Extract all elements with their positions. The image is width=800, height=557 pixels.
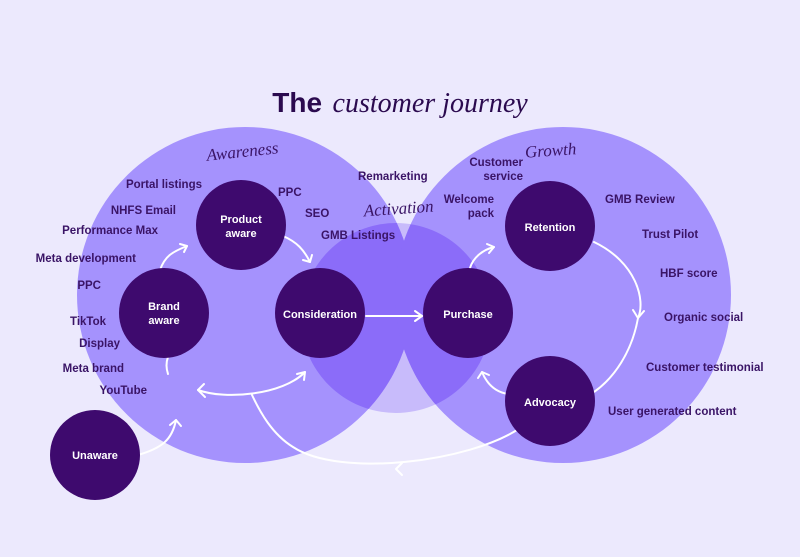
node-product-aware-label-2: aware bbox=[225, 228, 256, 240]
channel-label: Meta brand bbox=[63, 363, 124, 375]
node-unaware-label: Unaware bbox=[72, 450, 118, 462]
channel-label: Trust Pilot bbox=[642, 229, 698, 241]
channel-label: PPC bbox=[278, 187, 302, 199]
channel-label: Display bbox=[79, 338, 121, 350]
node-retention: Retention bbox=[505, 181, 595, 271]
channel-label: Meta development bbox=[36, 253, 136, 265]
stage-label-activation: Activation bbox=[362, 197, 434, 221]
channel-label: YouTube bbox=[100, 385, 147, 397]
node-consideration-circle bbox=[275, 268, 365, 358]
node-product-aware-circle bbox=[196, 180, 286, 270]
node-retention-label: Retention bbox=[525, 222, 576, 234]
channel-label: pack bbox=[468, 208, 495, 220]
node-purchase-label: Purchase bbox=[443, 309, 493, 321]
channel-label: GMB Review bbox=[605, 194, 675, 206]
channel-label: Portal listings bbox=[126, 179, 202, 191]
node-brand-aware: Brand aware bbox=[119, 268, 209, 358]
node-advocacy-label: Advocacy bbox=[524, 397, 577, 409]
channel-label: service bbox=[483, 171, 523, 183]
node-consideration-label: Consideration bbox=[283, 309, 357, 321]
title-bold: The bbox=[272, 87, 322, 118]
purchase-channels: Welcome pack bbox=[444, 194, 495, 220]
node-unaware: Unaware bbox=[50, 410, 140, 500]
growth-channels: GMB Review Trust Pilot HBF score Organic… bbox=[605, 194, 764, 418]
channel-label-remarketing: Remarketing bbox=[358, 171, 428, 183]
channel-label: Customer bbox=[469, 157, 523, 169]
channel-label: GMB Listings bbox=[321, 230, 395, 242]
node-consideration: Consideration bbox=[275, 268, 365, 358]
title-italic: customer journey bbox=[333, 88, 529, 119]
retention-channels: Customer service bbox=[469, 157, 523, 183]
channel-label: User generated content bbox=[608, 406, 737, 418]
channel-label: HBF score bbox=[660, 268, 718, 280]
growth-circle bbox=[395, 127, 731, 463]
node-unaware-circle bbox=[50, 410, 140, 500]
channel-label: TikTok bbox=[70, 316, 107, 328]
channel-label: Customer testimonial bbox=[646, 362, 764, 374]
page-title: The customer journey bbox=[272, 87, 528, 119]
node-purchase: Purchase bbox=[423, 268, 513, 358]
journey-arrows bbox=[137, 235, 645, 476]
channel-label: SEO bbox=[305, 208, 329, 220]
channel-label: Organic social bbox=[664, 312, 743, 324]
channel-label: Performance Max bbox=[62, 225, 158, 237]
channel-label: PPC bbox=[77, 280, 101, 292]
channel-label: NHFS Email bbox=[111, 205, 176, 217]
node-brand-aware-circle bbox=[119, 268, 209, 358]
node-product-aware-label-1: Product bbox=[220, 214, 262, 226]
awareness-channels: Portal listings NHFS Email Performance M… bbox=[36, 179, 202, 397]
channel-label: Welcome bbox=[444, 194, 494, 206]
stage-label-growth: Growth bbox=[524, 139, 577, 162]
node-product-aware: Product aware bbox=[196, 180, 286, 270]
node-advocacy-circle bbox=[505, 356, 595, 446]
product-channels: PPC SEO GMB Listings bbox=[278, 187, 395, 242]
node-brand-aware-label-2: aware bbox=[148, 315, 179, 327]
node-advocacy: Advocacy bbox=[505, 356, 595, 446]
awareness-activation-overlap bbox=[301, 223, 413, 413]
node-brand-aware-label-1: Brand bbox=[148, 301, 180, 313]
node-retention-circle bbox=[505, 181, 595, 271]
node-purchase-circle bbox=[423, 268, 513, 358]
